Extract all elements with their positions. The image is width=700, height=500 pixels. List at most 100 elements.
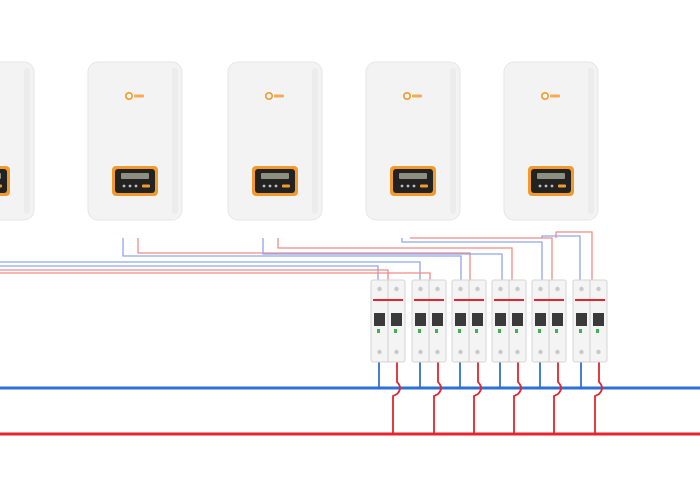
breaker-2: [411, 279, 447, 363]
indicator-icon: [142, 184, 150, 188]
terminal-screw-icon: [377, 286, 382, 292]
logo-mark: [134, 94, 144, 98]
indicator-icon: [420, 184, 428, 188]
blue-wire-inverter-5: [541, 235, 581, 282]
terminal-screw-icon: [538, 286, 543, 292]
terminal-screw-icon: [596, 349, 601, 355]
terminal-screw-icon: [498, 349, 503, 355]
inverter-side-shade: [312, 68, 318, 214]
red-wire-inverter-1: [0, 269, 389, 282]
brand-logo: [402, 92, 422, 101]
lcd-screen: [121, 173, 149, 179]
breaker-handle-icon: [374, 313, 385, 326]
blue-wire-inverter-2: [122, 238, 462, 282]
status-indicator-icon: [475, 329, 478, 333]
blue-wire-inverter-4: [401, 238, 543, 282]
status-indicator-icon: [418, 329, 421, 333]
red-wire-inverter-4: [410, 237, 553, 282]
lcd-screen: [399, 173, 427, 179]
button-icon: [550, 184, 554, 188]
breaker-handle-icon: [535, 313, 546, 326]
brand-logo: [264, 92, 284, 101]
red-drop-wire: [513, 362, 522, 434]
logo-mark: [274, 94, 284, 98]
red-wire-inverter-3: [277, 238, 513, 282]
breaker-1: [370, 279, 406, 363]
inverter-body: [503, 61, 599, 221]
inverter-display: [390, 166, 436, 196]
terminal-screw-icon: [458, 349, 463, 355]
breaker-drop-wires: [378, 362, 603, 434]
display-frame: [255, 169, 295, 193]
lcd-screen: [537, 173, 565, 179]
breaker-handle-icon: [593, 313, 604, 326]
terminal-screw-icon: [394, 286, 399, 292]
inverter-5: [503, 61, 599, 221]
button-icon: [406, 184, 410, 188]
red-wire-inverter-5: [555, 231, 593, 282]
inverter-side-shade: [172, 68, 178, 214]
button-icon: [538, 184, 542, 188]
inverter-side-shade: [24, 68, 30, 214]
inverter-output-wires: [0, 231, 593, 282]
terminal-screw-icon: [458, 286, 463, 292]
breaker-handle-icon: [576, 313, 587, 326]
breaker-handle-icon: [495, 313, 506, 326]
logo-mark: [550, 94, 560, 98]
inverter-body: [87, 61, 183, 221]
inverter-display: [0, 166, 10, 196]
display-frame: [531, 169, 571, 193]
logo-circle-icon: [540, 92, 549, 101]
inverter-display: [252, 166, 298, 196]
terminal-screw-icon: [377, 349, 382, 355]
blue-wire-inverter-1b: [0, 261, 421, 282]
indicator-icon: [558, 184, 566, 188]
terminal-screw-icon: [555, 286, 560, 292]
lcd-screen: [0, 173, 1, 179]
status-indicator-icon: [515, 329, 518, 333]
logo-circle-icon: [125, 92, 134, 101]
red-drop-wire: [594, 362, 603, 434]
status-indicator-icon: [435, 329, 438, 333]
button-icon: [122, 184, 126, 188]
breaker-handle-icon: [512, 313, 523, 326]
breaker-6: [572, 279, 608, 363]
red-drop-wire: [392, 362, 401, 434]
logo-circle-icon: [264, 92, 273, 101]
terminal-screw-icon: [475, 349, 480, 355]
brand-logo: [125, 92, 144, 101]
breaker-handle-icon: [432, 313, 443, 326]
inverters: [0, 61, 599, 221]
status-indicator-icon: [458, 329, 461, 333]
inverter-body: [227, 61, 323, 221]
logo-mark: [412, 94, 422, 98]
logo-circle-icon: [402, 92, 411, 101]
terminal-screw-icon: [515, 349, 520, 355]
lcd-screen: [261, 173, 289, 179]
button-icon: [262, 184, 266, 188]
terminal-screw-icon: [538, 349, 543, 355]
breaker-panel: [370, 279, 608, 363]
inverter-side-shade: [588, 68, 594, 214]
blue-wire-inverter-3: [262, 238, 503, 282]
button-icon: [134, 184, 138, 188]
status-indicator-icon: [394, 329, 397, 333]
button-icon: [128, 184, 132, 188]
inverter-3: [227, 61, 323, 221]
breaker-handle-icon: [472, 313, 483, 326]
inverter-display: [528, 166, 574, 196]
terminal-screw-icon: [515, 286, 520, 292]
button-icon: [412, 184, 416, 188]
terminal-screw-icon: [435, 349, 440, 355]
breaker-3: [451, 279, 487, 363]
terminal-screw-icon: [418, 286, 423, 292]
button-icon: [400, 184, 404, 188]
display-frame: [0, 169, 7, 193]
terminal-screw-icon: [435, 286, 440, 292]
terminal-screw-icon: [579, 286, 584, 292]
breaker-handle-icon: [455, 313, 466, 326]
status-indicator-icon: [579, 329, 582, 333]
inverter-2: [87, 61, 183, 221]
red-drop-wire: [473, 362, 482, 434]
